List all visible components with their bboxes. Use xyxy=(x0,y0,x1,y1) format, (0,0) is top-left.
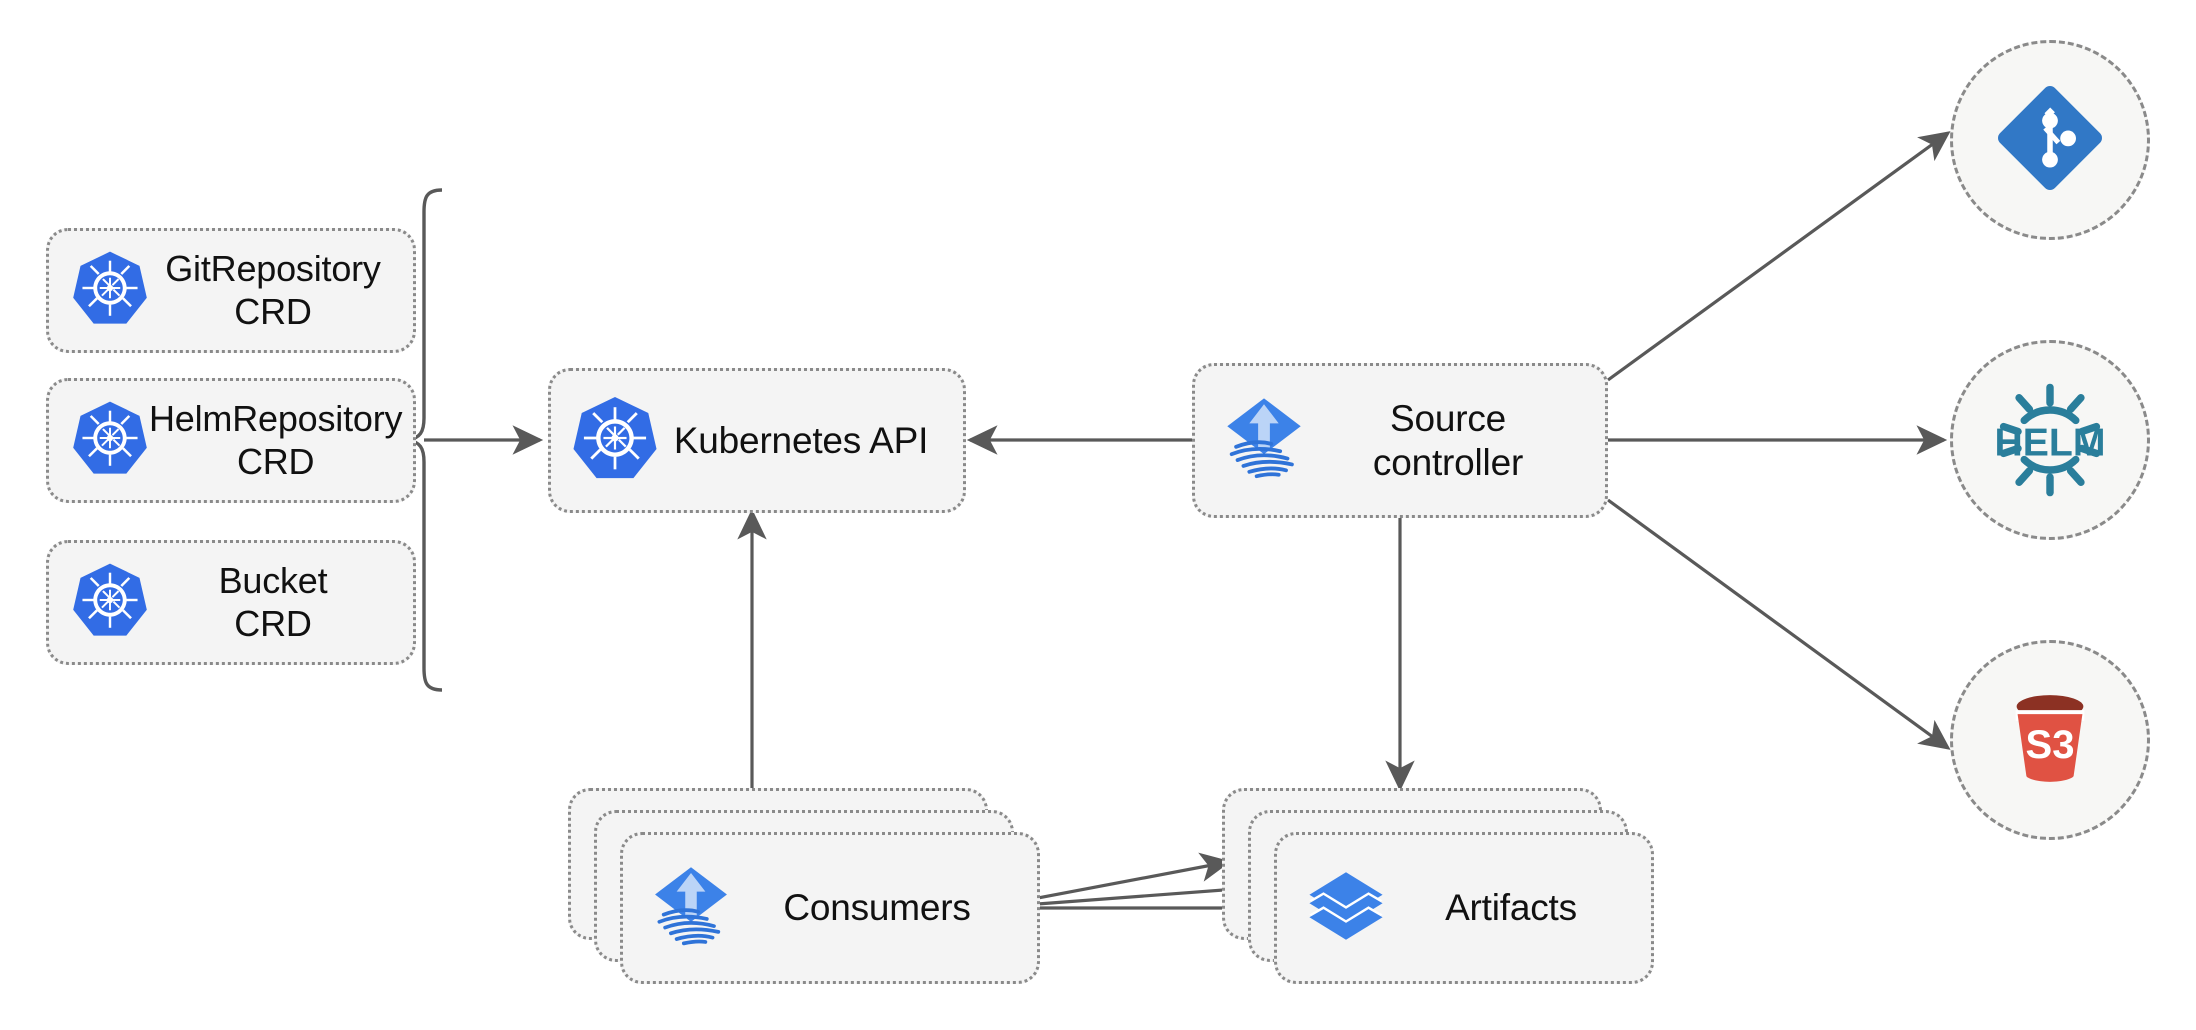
target-circle-helm[interactable]: HELM xyxy=(1950,340,2150,540)
kubernetes-icon xyxy=(571,394,659,487)
artifacts-node[interactable]: Artifacts xyxy=(1274,832,1654,984)
kubernetes-api-label: Kubernetes API xyxy=(673,419,929,461)
target-circle-s3[interactable]: S3 xyxy=(1950,640,2150,840)
helm-icon: HELM xyxy=(1984,374,2116,506)
crd-label: Bucket CRD xyxy=(218,560,328,644)
kubernetes-icon xyxy=(71,249,149,332)
crd-label: HelmRepository CRD xyxy=(149,398,403,482)
kubernetes-icon xyxy=(71,561,149,644)
target-circle-git[interactable] xyxy=(1950,40,2150,240)
source-controller-label: Source controller xyxy=(1372,397,1524,483)
flux-icon xyxy=(645,860,737,957)
edge-source-controller-to-s3 xyxy=(1607,498,1951,750)
crd-box-helmrepository[interactable]: HelmRepository CRD xyxy=(46,378,416,503)
crd-label: GitRepository CRD xyxy=(165,248,381,332)
edge-source-controller-to-git xyxy=(1607,131,1951,382)
consumers-label: Consumers xyxy=(783,887,971,929)
kubernetes-api-node[interactable]: Kubernetes API xyxy=(548,368,966,513)
artifacts-label: Artifacts xyxy=(1445,887,1577,929)
s3-bucket-icon: S3 xyxy=(1989,677,2111,804)
helm-wordmark: HELM xyxy=(1995,421,2106,464)
consumers-node[interactable]: Consumers xyxy=(620,832,1040,984)
layers-icon xyxy=(1301,861,1391,956)
crd-box-gitrepository[interactable]: GitRepository CRD xyxy=(46,228,416,353)
crd-box-bucket[interactable]: Bucket CRD xyxy=(46,540,416,665)
source-controller-node[interactable]: Source controller xyxy=(1192,363,1608,518)
flux-icon xyxy=(1217,391,1311,490)
s3-wordmark: S3 xyxy=(2026,723,2075,767)
git-icon xyxy=(1987,75,2113,206)
kubernetes-icon xyxy=(71,399,149,482)
